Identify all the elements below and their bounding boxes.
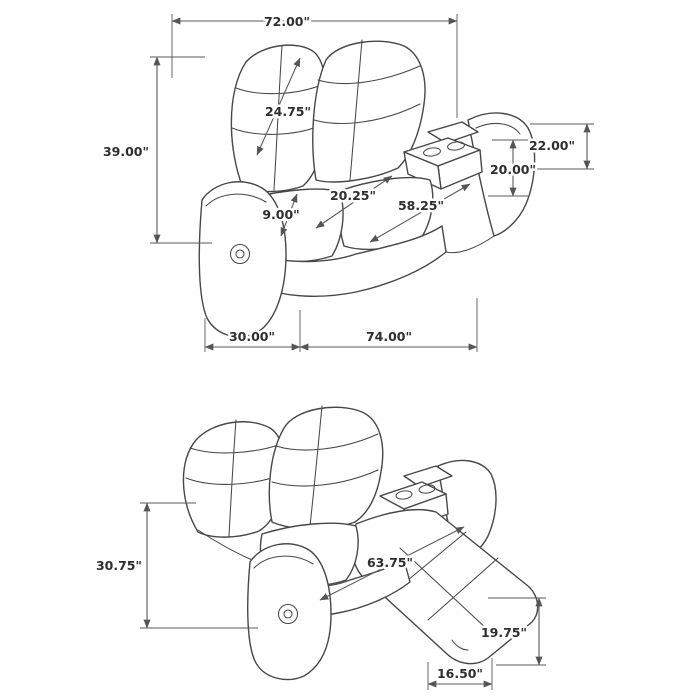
dim-label-reclined-depth: 63.75" bbox=[367, 555, 413, 570]
reclined-right-backrest-seam-vertical bbox=[309, 405, 323, 527]
dim-label-seat-depth: 20.25" bbox=[330, 188, 376, 203]
dim-label-reclined-height: 30.75" bbox=[96, 558, 142, 573]
reclined-left-arm bbox=[247, 543, 332, 681]
reclined-right-backrest-seam-top bbox=[275, 433, 379, 451]
dim-footrest-height: 19.75" bbox=[478, 597, 546, 666]
dim-seat-depth: 20.25" bbox=[315, 175, 393, 229]
reclined-right-backrest-seam-mid bbox=[271, 469, 379, 487]
dim-label-overall-height: 39.00" bbox=[103, 144, 149, 159]
upright-right-backrest-seam-top bbox=[317, 65, 421, 85]
dim-seat-width: 58.25" bbox=[369, 183, 471, 243]
dim-label-base-depth: 30.00" bbox=[229, 329, 275, 344]
dim-seat-cushion-height: 9.00" bbox=[260, 193, 302, 237]
dim-extended-width: 74.00" bbox=[299, 298, 478, 352]
dim-console-height: 20.00" bbox=[487, 139, 539, 197]
reclined-console-lid bbox=[403, 465, 453, 488]
upright-power-button-inner bbox=[235, 249, 245, 259]
dim-overall-height: 39.00" bbox=[100, 56, 212, 244]
dim-label-seat-width: 58.25" bbox=[398, 198, 444, 213]
dim-label-back-cushion-height: 24.75" bbox=[265, 104, 311, 119]
dim-label-seat-cushion-height: 9.00" bbox=[262, 207, 299, 222]
upright-console-lid bbox=[427, 121, 479, 144]
dim-label-footrest-height: 19.75" bbox=[481, 625, 527, 640]
upright-left-arm-top-seam bbox=[205, 193, 267, 207]
reclined-power-button-outer bbox=[277, 603, 299, 625]
dim-reclined-depth: 63.75" bbox=[319, 526, 465, 601]
reclined-cupholder-right bbox=[418, 484, 436, 494]
reclined-left-side-seam bbox=[197, 529, 253, 561]
reclined-left-arm-top-seam bbox=[253, 555, 314, 569]
upright-right-arm-base-seam bbox=[445, 235, 495, 254]
dim-base-depth: 30.00" bbox=[204, 310, 301, 352]
upright-right-backrest-seam-mid bbox=[313, 103, 421, 124]
dim-label-console-height: 20.00" bbox=[490, 162, 536, 177]
dim-label-footrest-length: 16.50" bbox=[437, 666, 483, 681]
upright-right-arm bbox=[467, 112, 536, 237]
upright-right-arm-seam bbox=[475, 122, 521, 135]
reclined-cupholder-left bbox=[395, 490, 413, 500]
upright-cupholder-left bbox=[423, 147, 441, 157]
dim-arm-height: 22.00" bbox=[526, 123, 594, 170]
upright-cupholder-right bbox=[447, 141, 465, 151]
dim-label-arm-height: 22.00" bbox=[529, 138, 575, 153]
upright-left-arm bbox=[198, 181, 287, 338]
reclined-right-backrest bbox=[268, 406, 384, 530]
upright-dimensions: 72.00" 39.00" 24.75" 22.00" 20.00" 20.25… bbox=[100, 12, 594, 352]
reclined-dimensions: 30.75" 63.75" 19.75" 16.50" bbox=[93, 502, 546, 690]
upright-right-backrest bbox=[312, 40, 426, 183]
dim-overall-width: 72.00" bbox=[171, 12, 458, 118]
reclined-power-button-inner bbox=[283, 609, 293, 619]
upright-power-button-outer bbox=[229, 243, 251, 265]
dim-label-overall-width: 72.00" bbox=[264, 14, 310, 29]
reclined-release-handle bbox=[451, 639, 469, 651]
reclined-left-backrest-seam-top bbox=[189, 443, 283, 454]
dim-label-extended-width: 74.00" bbox=[366, 329, 412, 344]
reclined-left-backrest-seam-vertical bbox=[228, 419, 237, 537]
dim-back-cushion-height: 24.75" bbox=[256, 57, 314, 156]
dim-reclined-height: 30.75" bbox=[93, 502, 258, 629]
upright-right-backrest-seam-vertical bbox=[349, 39, 363, 181]
dim-footrest-length: 16.50" bbox=[427, 658, 493, 690]
